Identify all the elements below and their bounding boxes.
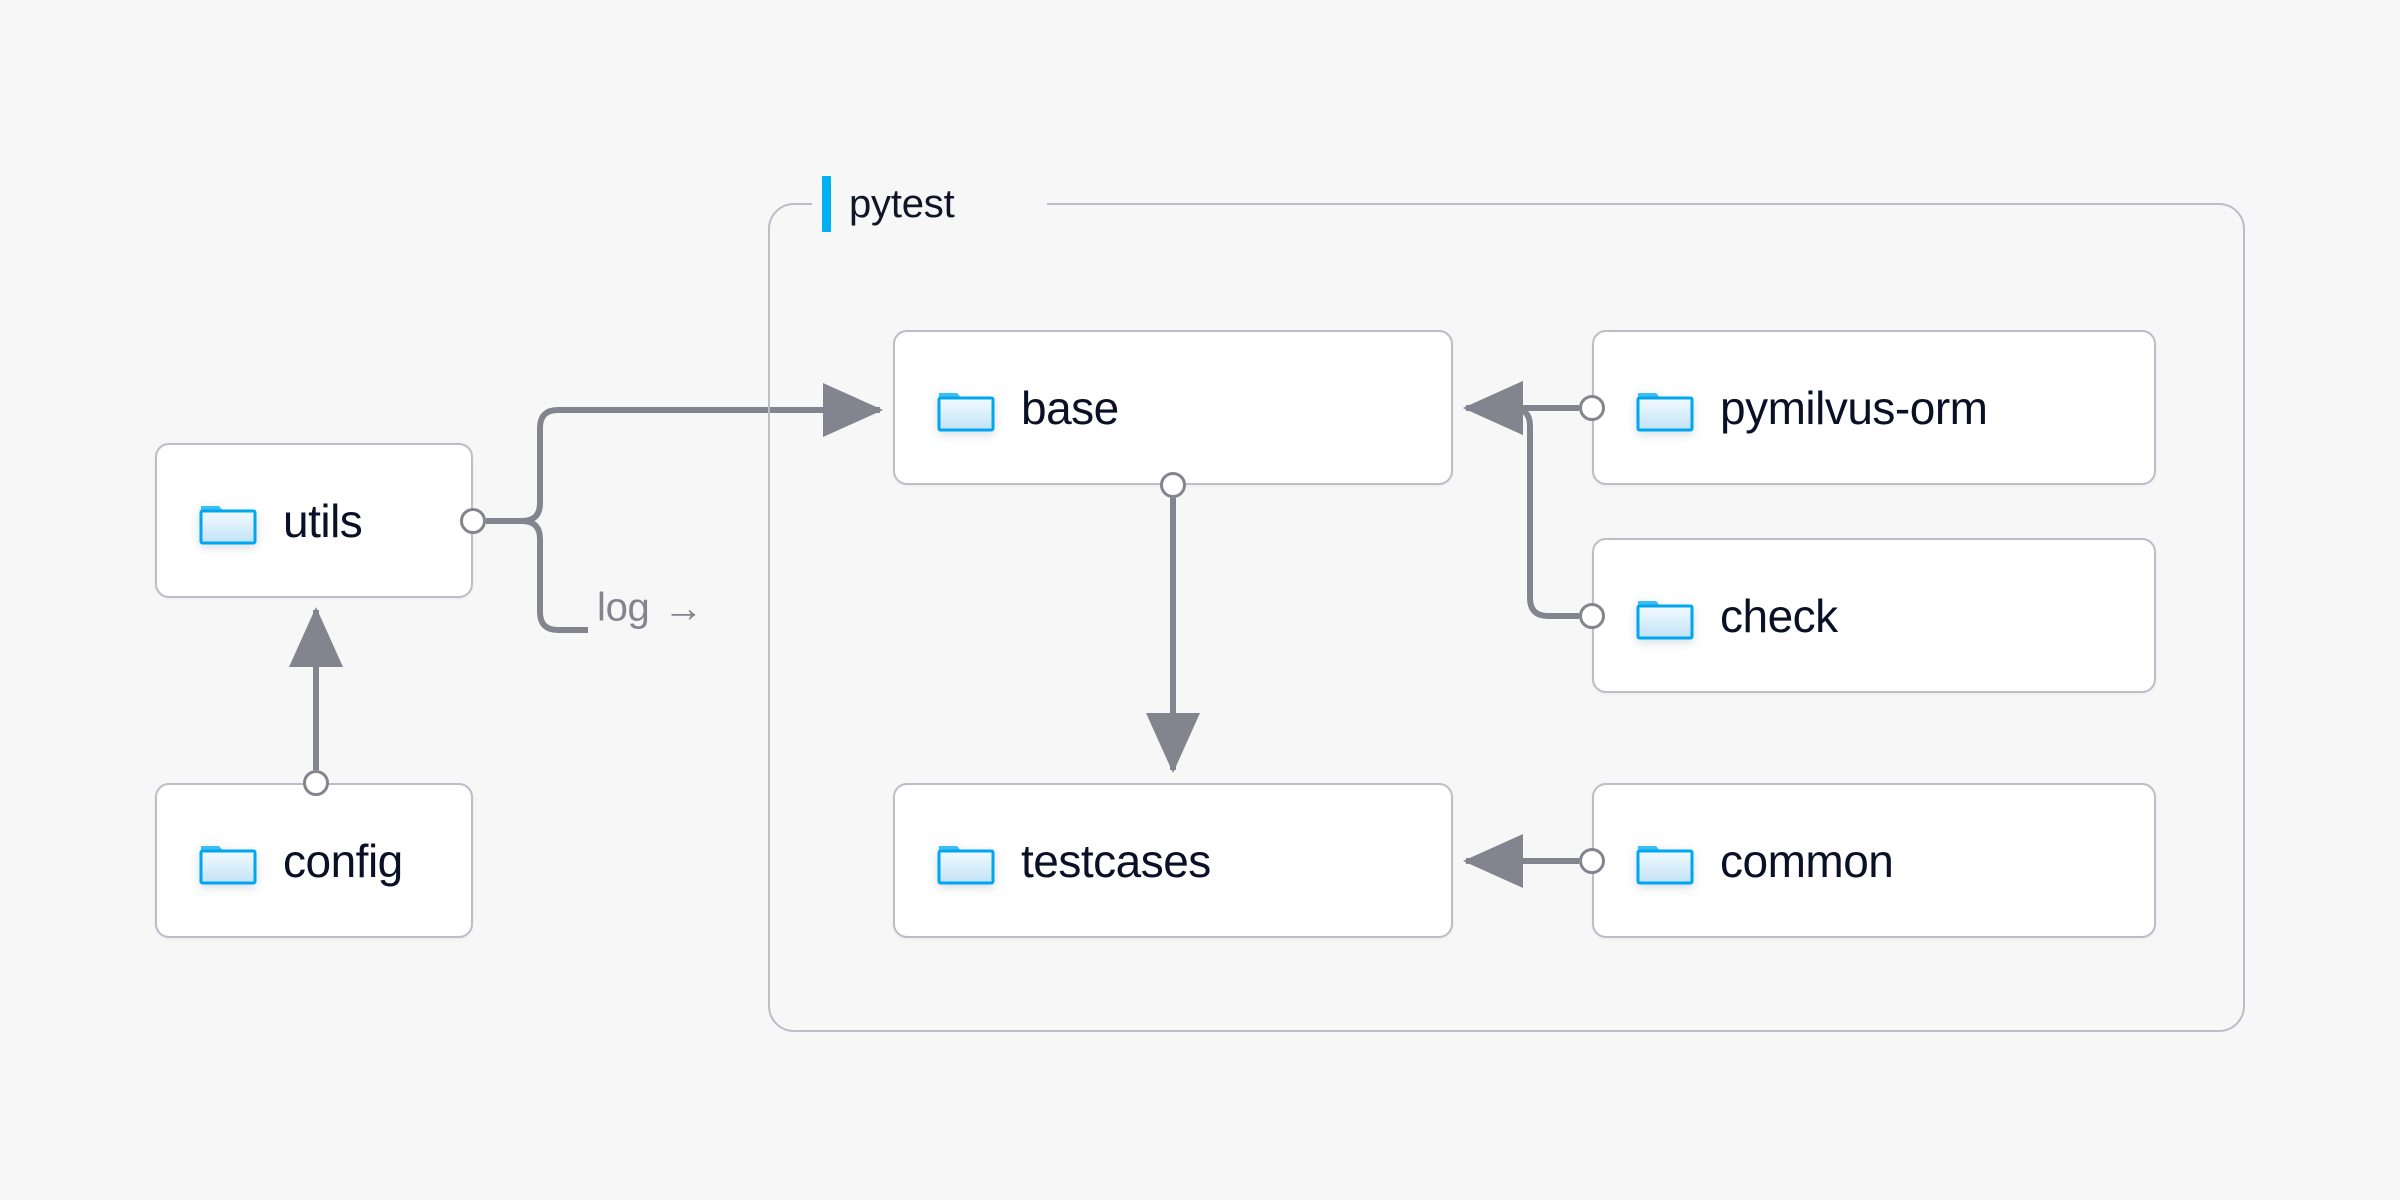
- accent-bar-icon: [822, 176, 831, 232]
- node-testcases[interactable]: testcases: [893, 783, 1453, 938]
- folder-icon: [1636, 592, 1694, 640]
- node-utils[interactable]: utils: [155, 443, 473, 598]
- group-title: pytest: [822, 176, 955, 232]
- node-common[interactable]: common: [1592, 783, 2156, 938]
- port-config-top[interactable]: [303, 770, 329, 796]
- node-check[interactable]: check: [1592, 538, 2156, 693]
- port-utils-right[interactable]: [460, 508, 486, 534]
- node-common-content: common: [1594, 834, 1894, 887]
- edge-label-log-text: log: [597, 585, 650, 630]
- node-utils-label: utils: [283, 494, 363, 547]
- node-config[interactable]: config: [155, 783, 473, 938]
- port-base-bottom[interactable]: [1160, 472, 1186, 498]
- group-title-label: pytest: [849, 181, 955, 226]
- pytest-group-container[interactable]: [768, 203, 2245, 1032]
- port-pymilvus-orm-left[interactable]: [1579, 395, 1605, 421]
- node-common-label: common: [1720, 834, 1894, 887]
- node-testcases-label: testcases: [1021, 834, 1211, 887]
- arrow-right-icon: →: [663, 586, 704, 630]
- node-testcases-content: testcases: [895, 837, 1211, 885]
- folder-icon: [199, 837, 257, 885]
- node-pymilvus-orm-content: pymilvus-orm: [1594, 381, 1988, 434]
- node-config-label: config: [283, 834, 403, 887]
- node-base-content: base: [895, 384, 1119, 432]
- folder-icon: [1636, 837, 1694, 885]
- node-pymilvus-orm[interactable]: pymilvus-orm: [1592, 330, 2156, 485]
- node-base-label: base: [1021, 381, 1119, 434]
- node-config-content: config: [157, 837, 403, 885]
- folder-icon: [937, 837, 995, 885]
- node-pymilvus-orm-label: pymilvus-orm: [1720, 381, 1988, 434]
- node-utils-content: utils: [157, 494, 363, 547]
- folder-icon: [199, 497, 257, 545]
- edge-utils-to-log: [521, 518, 588, 633]
- folder-icon: [1636, 384, 1694, 432]
- folder-icon: [937, 384, 995, 432]
- node-check-content: check: [1594, 592, 1838, 640]
- port-check-left[interactable]: [1579, 603, 1605, 629]
- group-title-notch: [812, 191, 1047, 217]
- node-check-label: check: [1720, 589, 1838, 642]
- node-base[interactable]: base: [893, 330, 1453, 485]
- port-common-left[interactable]: [1579, 848, 1605, 874]
- edge-label-log: log →: [597, 586, 703, 631]
